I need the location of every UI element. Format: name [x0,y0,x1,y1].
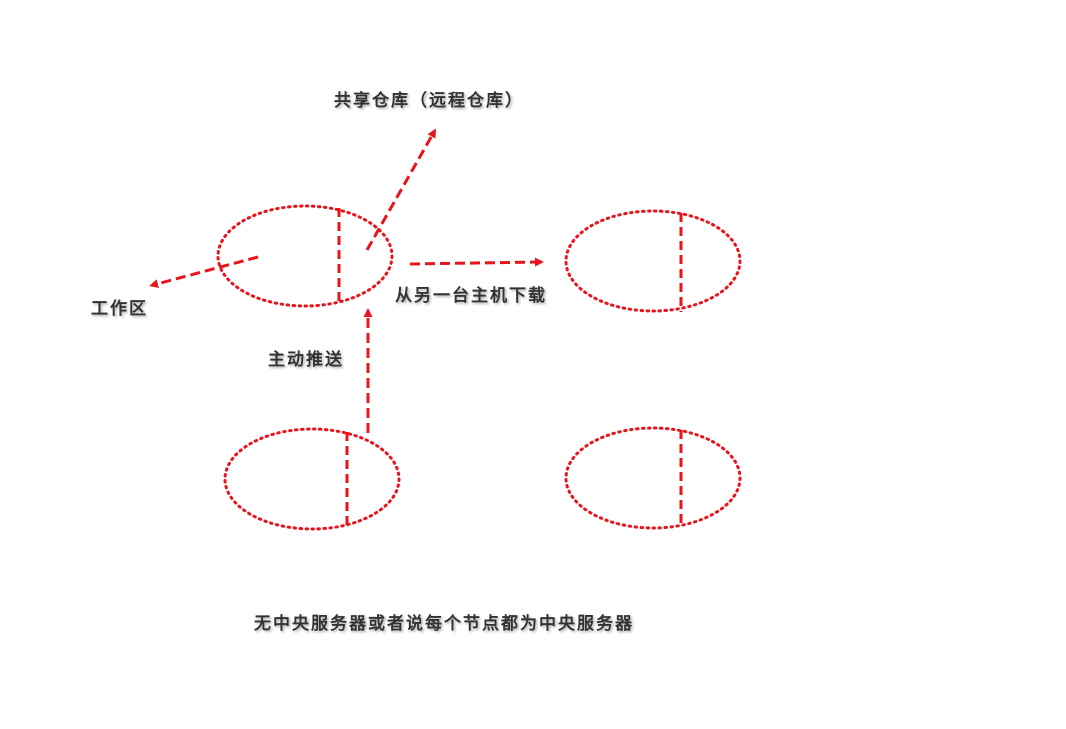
label-shared-repo: 共享仓库（远程仓库） [334,90,524,111]
label-push: 主动推送 [268,349,344,370]
arrow-download [409,257,544,267]
node-ellipse [564,209,742,313]
node-ellipse [564,426,742,530]
label-download: 从另一台主机下载 [395,285,547,306]
arrow-to-shared-repo [365,128,436,251]
arrow-to-workspace [149,255,259,289]
node-top-left [216,204,394,308]
node-ellipse [216,204,394,308]
node-ellipse [223,427,401,531]
node-top-right [564,209,742,313]
node-bottom-right [564,426,742,530]
node-bottom-left [223,427,401,531]
label-workspace: 工作区 [91,298,148,319]
caption: 无中央服务器或者说每个节点都为中央服务器 [253,613,634,634]
